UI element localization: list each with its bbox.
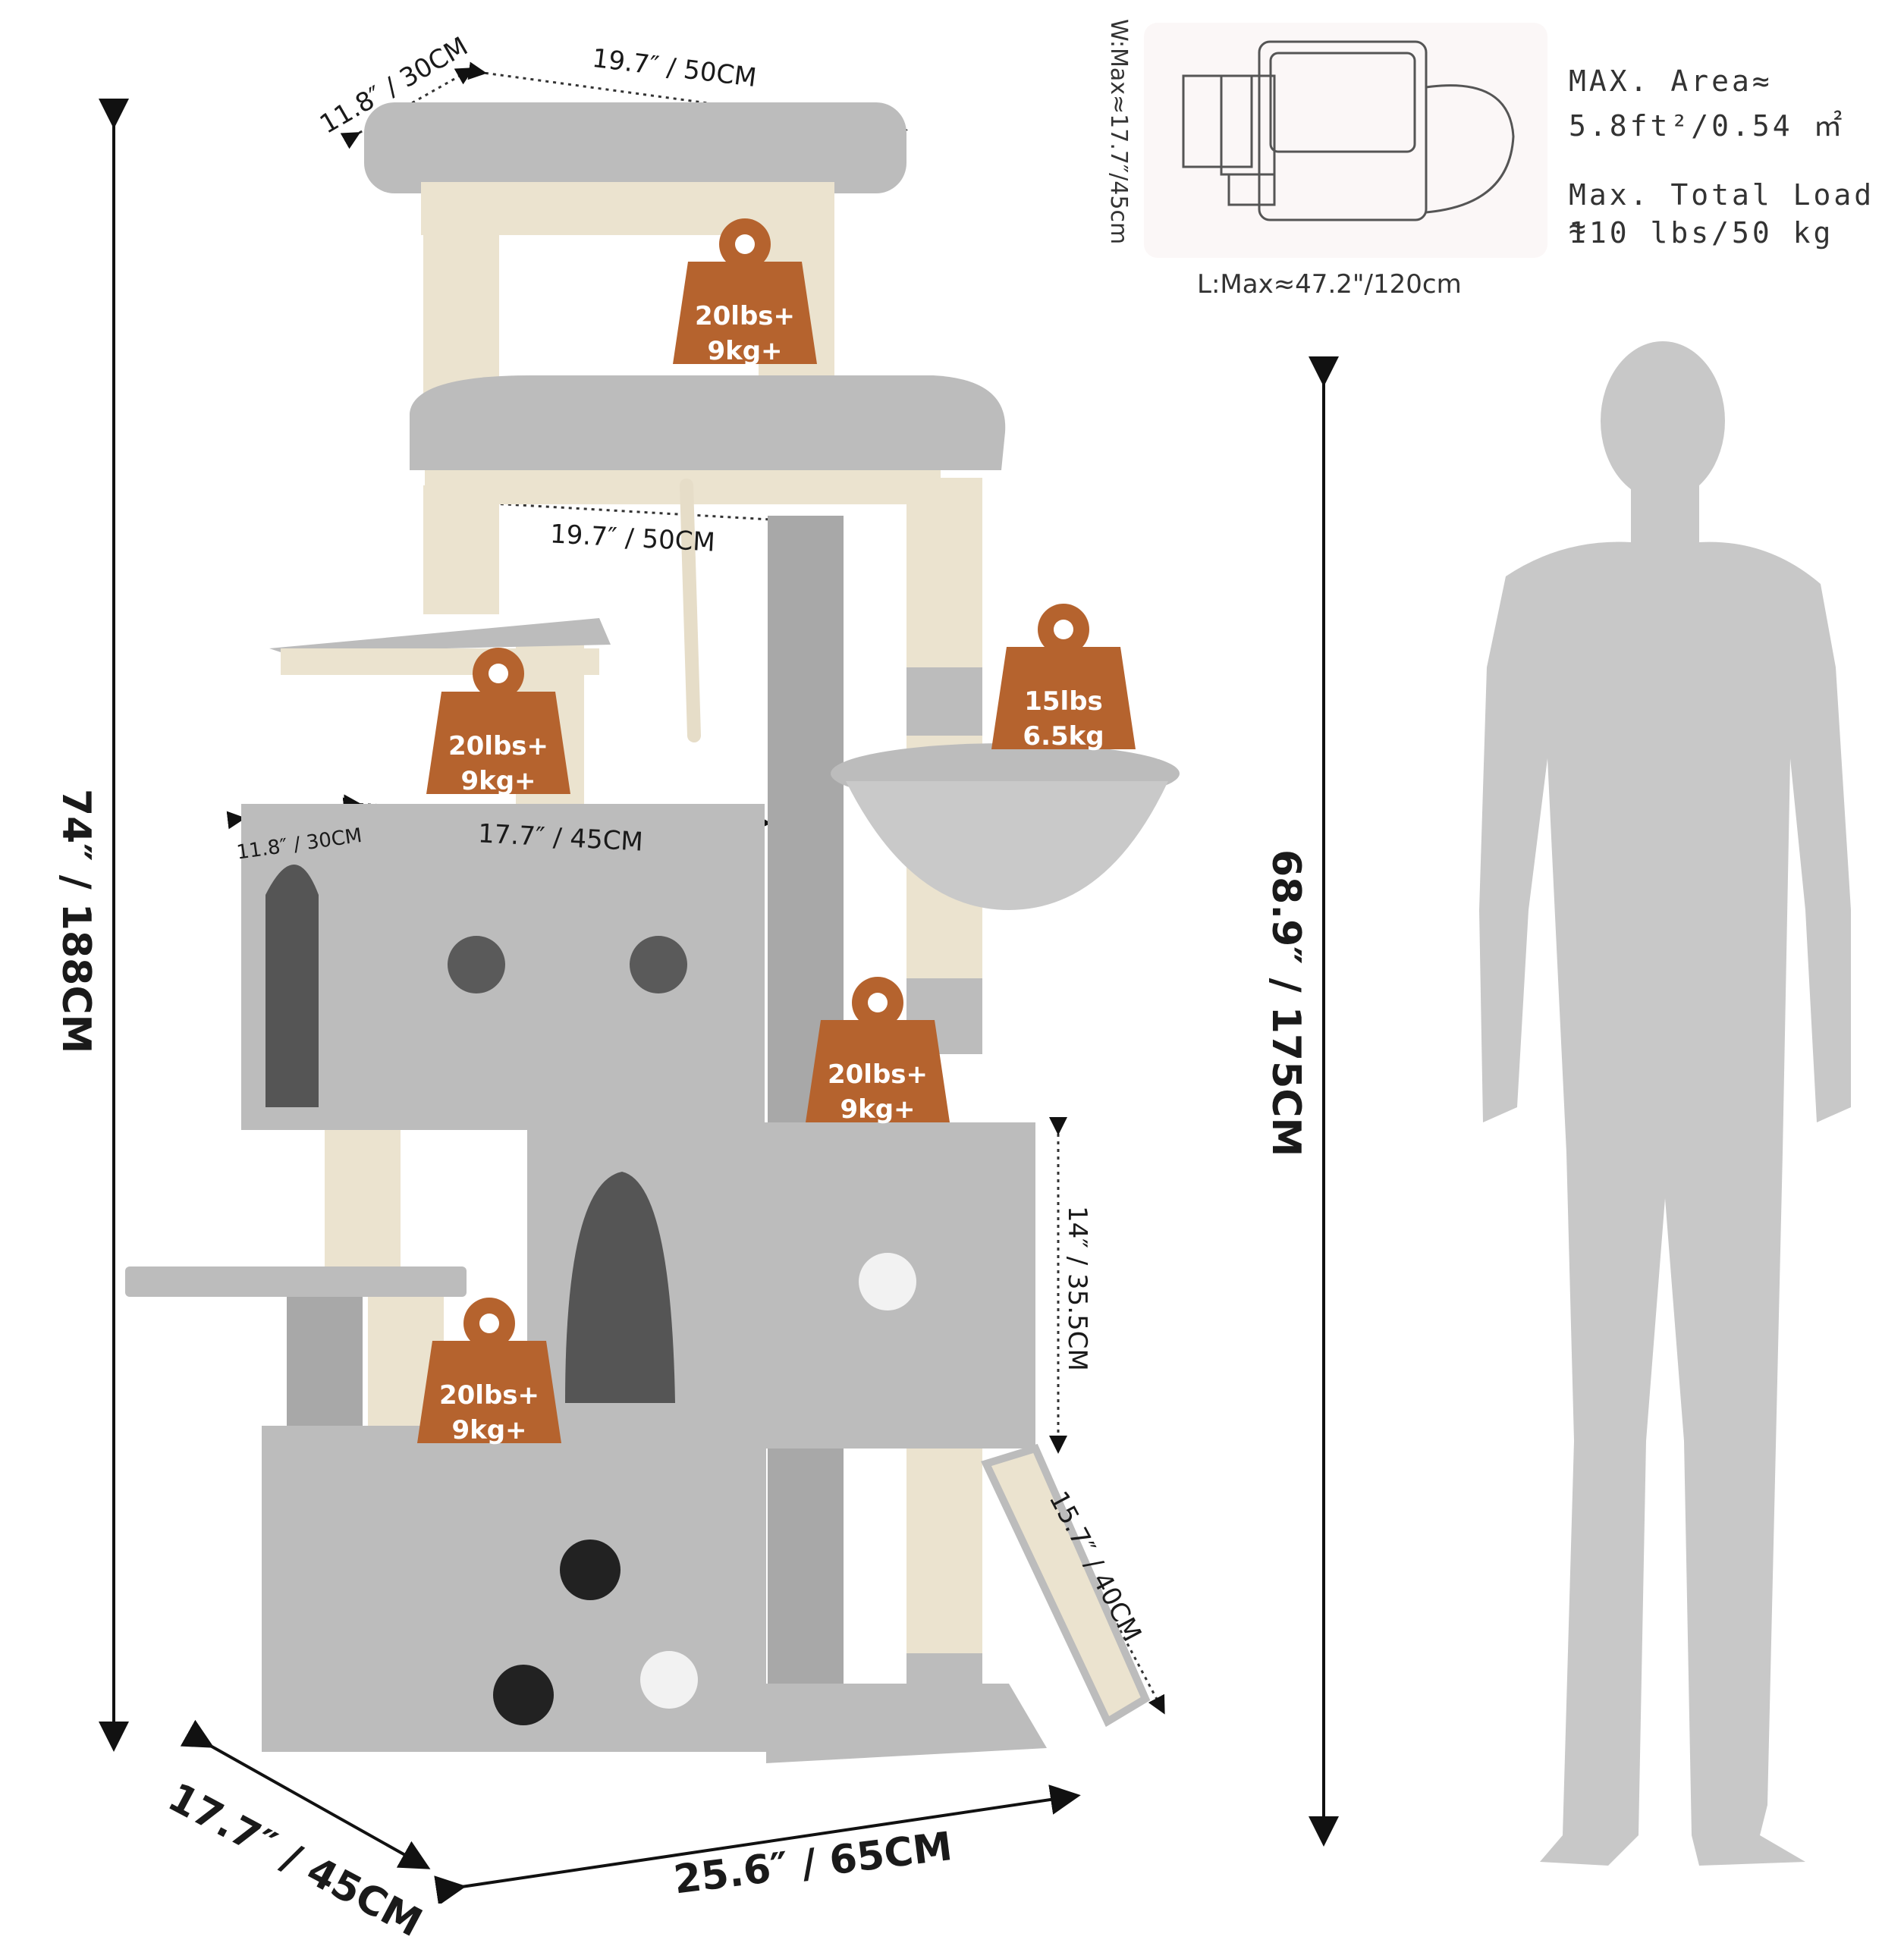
weight-tag-lbs: 15lbs <box>1024 686 1103 717</box>
weight-tag-1: 20lbs+ 9kg+ <box>673 254 817 368</box>
top-depth-line <box>340 67 475 149</box>
box-height-label: 14″ / 35.5CM <box>1062 1206 1092 1371</box>
base-width-line <box>434 1784 1081 1904</box>
weight-tag-lbs: 20lbs+ <box>448 731 549 761</box>
cat-tree <box>125 102 1180 1763</box>
weight-tag-kg: 6.5kg <box>1023 721 1104 752</box>
weight-tag-lbs: 20lbs+ <box>694 301 796 331</box>
max-area-value: 5.8ft²/0.54 ㎡ <box>1569 109 1846 143</box>
footprint-panel <box>1144 23 1547 258</box>
weight-tag-4: 20lbs+ 9kg+ <box>806 1012 950 1126</box>
weight-tag-3: 15lbs 6.5kg <box>991 639 1136 753</box>
weight-tag-lbs: 20lbs+ <box>827 1059 928 1090</box>
weight-tag-shape-5 <box>417 1298 561 1443</box>
total-height-label: 74″ / 188CM <box>53 789 99 1054</box>
weight-tag-lbs: 20lbs+ <box>438 1380 540 1411</box>
footprint-width-label: W:Max≈17.7″/45cm <box>1105 19 1132 245</box>
weight-tag-shape-2 <box>426 648 570 794</box>
max-load-heading: Max. Total Load ≈ <box>1569 178 1875 245</box>
weight-tag-shape-3 <box>991 604 1136 749</box>
weight-tag-kg: 9kg+ <box>460 766 536 796</box>
product-dimension-image: 20lbs+ 9kg+ 20lbs+ 9kg+ 15lbs 6.5kg 20lb… <box>53 19 1875 1946</box>
weight-tag-5: 20lbs+ 9kg+ <box>417 1333 561 1447</box>
top-width-line <box>467 61 908 137</box>
weight-tag-shape-1 <box>673 218 817 364</box>
weight-tag-kg: 9kg+ <box>451 1415 527 1445</box>
weight-tag-shapes <box>417 218 1136 1443</box>
footprint-diagram <box>1182 40 1515 221</box>
max-area-heading: MAX. Area≈ <box>1569 64 1773 98</box>
person-height-label: 68.9″ / 175CM <box>1263 849 1309 1157</box>
max-load-value: 110 lbs/50 kg <box>1569 216 1834 250</box>
weight-tag-shape-4 <box>806 977 950 1122</box>
weight-tag-kg: 9kg+ <box>707 336 783 366</box>
person-silhouette <box>1479 341 1851 1866</box>
weight-tag-kg: 9kg+ <box>840 1094 916 1125</box>
base-depth-line <box>180 1719 431 1869</box>
weight-tag-2: 20lbs+ 9kg+ <box>426 684 570 798</box>
footprint-length-label: L:Max≈47.2"/120cm <box>1197 269 1462 300</box>
cat-tree-illustration <box>99 23 1851 1904</box>
